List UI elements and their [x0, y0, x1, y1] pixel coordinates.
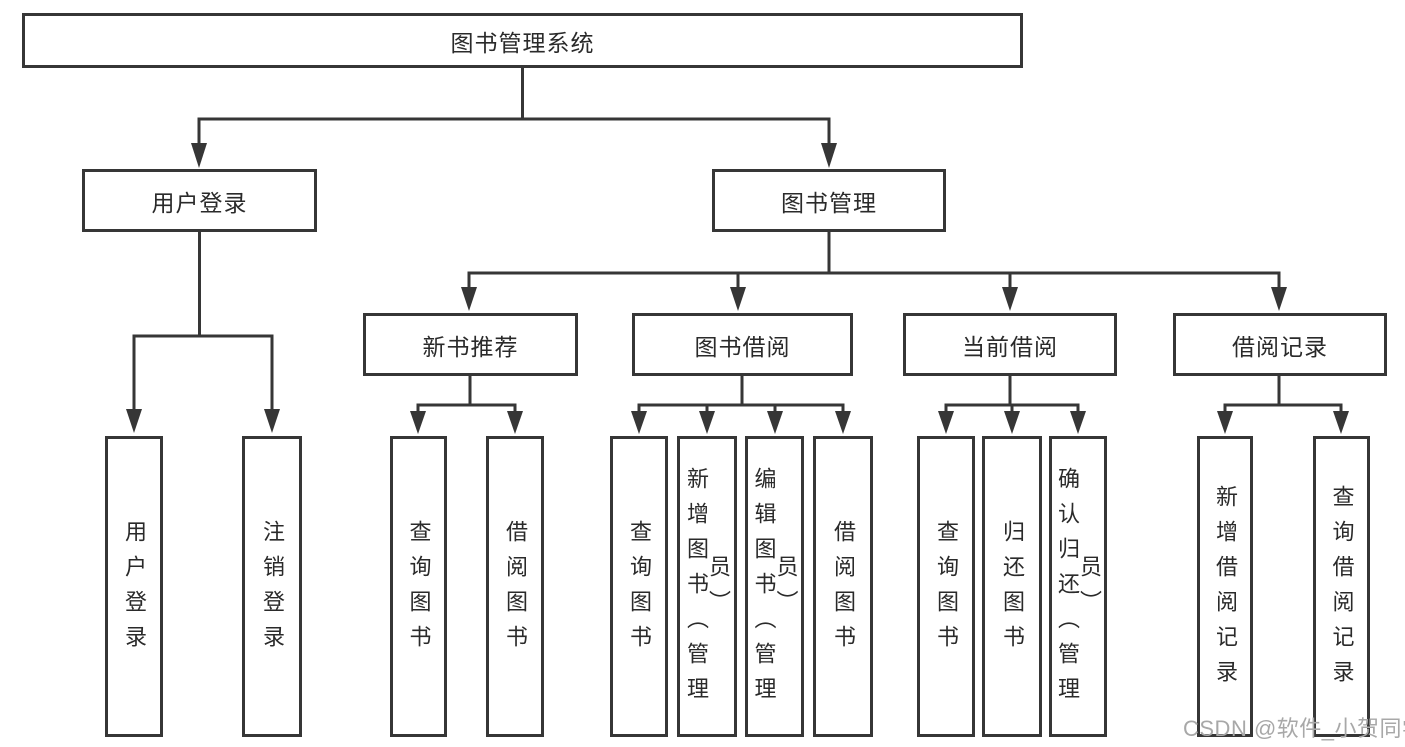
- leaf-return-book: 归还图书: [982, 436, 1042, 737]
- connector-root-stem: [197, 68, 831, 144]
- connector-user-login: [132, 232, 274, 410]
- node-new-book-recommend: 新书推荐: [363, 313, 578, 376]
- leaf-query-books-borrowing: 查询图书: [610, 436, 668, 737]
- connector-book-management: [467, 232, 1281, 288]
- arrowheads: [126, 143, 1349, 434]
- connector-borrowing-records: [1223, 376, 1343, 412]
- leaf-query-books-current: 查询图书: [917, 436, 975, 737]
- leaf-confirm-return-admin: 确认归还（管理员）: [1049, 436, 1107, 737]
- leaf-logout: 注销登录: [242, 436, 302, 737]
- leaf-borrow-books-recommend: 借阅图书: [486, 436, 544, 737]
- node-current-borrowing: 当前借阅: [903, 313, 1117, 376]
- leaf-user-login: 用户登录: [105, 436, 163, 737]
- node-borrowing-records: 借阅记录: [1173, 313, 1387, 376]
- leaf-query-borrow-record: 查询借阅记录: [1313, 436, 1370, 737]
- leaf-query-books-recommend: 查询图书: [390, 436, 447, 737]
- node-book-borrowing: 图书借阅: [632, 313, 853, 376]
- leaf-add-borrow-record: 新增借阅记录: [1197, 436, 1253, 737]
- node-root-system: 图书管理系统: [22, 13, 1023, 68]
- csdn-watermark: CSDN @软件_小贺同学: [1183, 716, 1405, 741]
- node-book-management: 图书管理: [712, 169, 946, 232]
- leaf-edit-book-admin: 编辑图书（管理员）: [745, 436, 804, 737]
- connector-current-borrowing: [944, 376, 1080, 412]
- connector-new-book-recommend: [416, 376, 517, 412]
- node-user-login: 用户登录: [82, 169, 317, 232]
- connector-book-borrowing: [637, 376, 845, 412]
- leaf-add-book-admin: 新增图书（管理员）: [677, 436, 737, 737]
- leaf-borrow-books-borrowing: 借阅图书: [813, 436, 873, 737]
